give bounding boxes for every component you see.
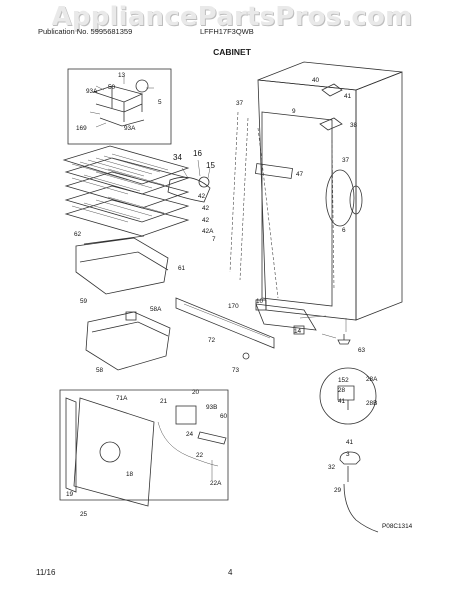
drain-cap-part [339,451,361,465]
damper-bracket-part [92,85,145,127]
callout-169: 169 [76,125,87,132]
callout-15: 15 [206,161,215,170]
callout-21: 21 [160,398,168,405]
callout-24: 24 [186,431,194,438]
kick-plate-part [175,297,275,349]
callout-10: 10 [256,298,264,305]
shelf-support-part [255,163,293,179]
callout-42a: 42A [202,228,214,235]
toe-grille-frame [255,303,317,331]
detail-box-bottom [59,389,229,501]
callout-32: 32 [328,464,336,471]
figure-code: P08C1314 [382,523,413,530]
screw-part [242,352,250,360]
callout-6: 6 [342,227,346,234]
callout-28a: 28A [366,376,378,383]
callout-7: 7 [212,236,216,243]
watermark-logo: AppliancePartsPros.com [51,2,413,32]
control-part [175,405,197,425]
callout-18: 18 [126,471,134,478]
callout-41-b: 41 [338,398,346,405]
callout-61: 61 [178,265,186,272]
hinge-parts [319,83,343,131]
wire-shelves [62,145,190,237]
model-number: LFFH17F3QWB [200,27,254,36]
callout-16: 16 [193,149,202,158]
callout-37-b: 37 [342,157,350,164]
footer-page: 4 [228,568,233,577]
callout-58: 58 [96,367,104,374]
footer-date: 11/16 [36,568,56,577]
callout-59: 59 [80,298,88,305]
callout-170: 170 [228,303,239,310]
callout-42-a: 42 [198,193,206,200]
gasket-strip-part [65,397,77,493]
callout-29: 29 [334,487,342,494]
door-gasket-lines [229,111,335,299]
drain-hose-part [343,466,379,533]
hinge-detail-circle [319,367,377,425]
callout-19: 19 [66,491,74,498]
light-bulb-part [198,176,210,188]
callout-42-b: 42 [202,205,210,212]
callout-73: 73 [232,367,240,374]
cabinet-body [257,61,403,321]
callout-63: 63 [358,347,366,354]
callout-22a: 22A [210,480,222,487]
callout-58a: 58A [150,306,162,313]
callout-41: 41 [344,93,352,100]
callout-28b: 28B [366,400,377,407]
publication-number: Publication No. 5995681359 [38,27,133,36]
drain-part [99,441,121,463]
callout-93a-b: 93A [124,125,136,132]
callout-9: 9 [292,108,296,115]
section-title: CABINET [213,47,251,57]
callout-60: 60 [220,413,228,420]
callout-42-c: 42 [202,217,210,224]
callout-50: 50 [108,84,116,91]
lower-basket-part [85,311,171,371]
callout-13: 13 [118,72,126,79]
damper-motor-part [135,79,149,93]
callout-34: 34 [173,153,182,162]
light-shield-part [167,176,211,203]
callout-25: 25 [80,511,88,518]
callout-38: 38 [350,122,358,129]
callout-62: 62 [74,231,82,238]
callout-47: 47 [296,171,304,178]
leveling-leg-part [337,334,351,345]
rear-panel-part [73,397,155,507]
callout-40: 40 [312,77,320,84]
callout-22: 22 [196,452,204,459]
callout-93a: 93A [86,88,98,95]
callout-93b: 93B [206,404,217,411]
callout-72: 72 [208,337,216,344]
callout-28: 28 [338,387,346,394]
callout-71a: 71A [116,395,128,402]
detail-box-top [67,68,172,145]
callout-14: 14 [294,328,302,335]
callout-152: 152 [338,377,349,384]
callout-5: 5 [158,99,162,106]
callout-41-c: 41 [346,439,354,446]
upper-basket-part [75,235,169,295]
callout-20: 20 [192,389,200,396]
callout-37-a: 37 [236,100,244,107]
callout-3: 3 [346,451,350,458]
